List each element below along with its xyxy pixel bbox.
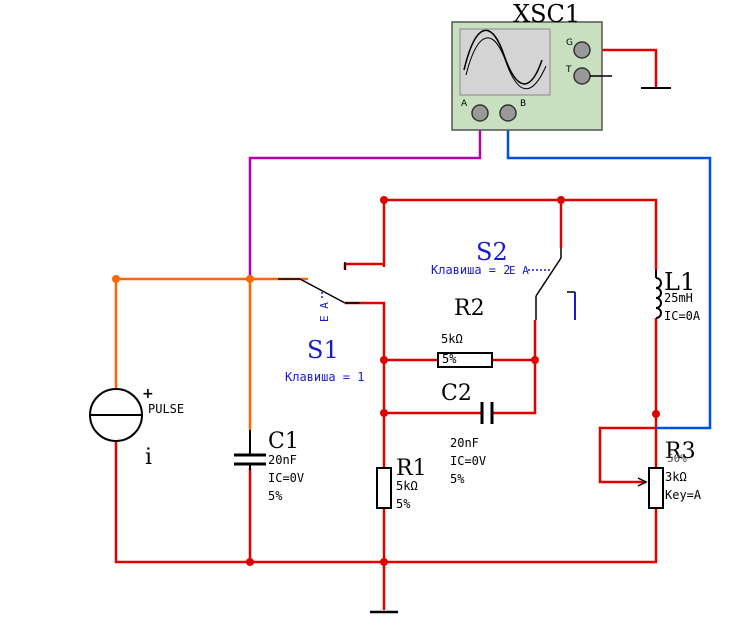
wire-s1-pole [345,301,386,468]
r2-ref-label: R2 [454,296,485,321]
junction [380,196,388,204]
r3-value: 3kΩ [665,470,687,484]
wires-red [114,48,658,610]
c1-tolerance: 5% [268,489,283,503]
source-type-label: PULSE [148,402,184,416]
c2-value: 20nF [450,436,479,450]
resistor-r1[interactable] [376,467,392,509]
l1-ic: IC=0A [664,309,701,323]
wire-source-top [114,277,250,392]
inductor-l1[interactable] [655,270,662,319]
scope-port-g-label: G [566,38,573,48]
s2-key-glyph: E A [509,264,529,277]
l1-value: 25mH [664,291,693,305]
capacitor-c2[interactable] [480,402,494,424]
r2-tolerance: 5% [442,352,457,366]
r1-tolerance: 5% [396,497,411,511]
junction [380,558,388,566]
junction [380,409,388,417]
scope-port-g [573,41,591,59]
oscilloscope-xsc1[interactable]: G T A B [451,21,612,131]
c1-ic: IC=0V [268,471,304,485]
source-ref-label: i [145,445,152,470]
switch-s1[interactable] [278,262,360,304]
s1-key-text: Клавиша = 1 [285,370,364,384]
s2-key-text: Клавиша = 2 [431,263,510,277]
scope-port-b-label: B [520,99,526,109]
scope-port-t [573,67,591,85]
scope-screen [459,28,551,96]
wire-channel-a [248,115,482,279]
resistor-r2[interactable] [437,352,493,368]
scope-ref-label: XSC1 [513,0,580,28]
s1-ref-label: S1 [307,336,339,364]
wire-c2-right [492,320,537,415]
c1-value: 20nF [268,453,297,467]
wire-top-rail [382,198,658,270]
r1-ref-label: R1 [396,456,427,481]
c2-tolerance: 5% [450,472,465,486]
junction [112,275,120,283]
potentiometer-r3[interactable] [637,467,664,509]
r2-value: 5kΩ [441,332,463,346]
source-polarity: + [142,386,154,402]
scope-port-t-label: T [565,65,572,75]
wire-channel-b [506,115,712,430]
s1-key-glyph: E A [318,302,331,322]
scope-port-a [471,104,489,122]
r3-ref-label: R3 [665,439,696,464]
scope-waveform-1 [463,29,543,85]
switch-s2[interactable] [528,248,576,320]
scope-port-b [499,104,517,122]
wire-s1-top [343,262,384,270]
r1-value: 5kΩ [396,479,418,493]
scope-waveform-2 [465,37,547,90]
pulse-current-source[interactable] [89,388,143,442]
r3-key: Key=A [665,488,702,502]
capacitor-c1[interactable] [234,430,266,470]
wires-orange [114,277,308,430]
junction [380,356,388,364]
junction [246,558,254,566]
wire-scope-ground [590,48,658,88]
junction [531,356,539,364]
c1-ref-label: C1 [268,429,299,454]
junction [246,275,254,283]
c2-ref-label: C2 [441,381,472,406]
scope-port-a-label: A [461,99,468,109]
junction-dots [112,196,660,566]
wire-r3-wiper [598,426,656,484]
junction [557,196,565,204]
junction [652,410,660,418]
l1-ref-label: L1 [664,268,695,296]
c2-ic: IC=0V [450,454,486,468]
s2-ref-label: S2 [476,238,508,266]
r3-percent: 50% [667,452,687,465]
